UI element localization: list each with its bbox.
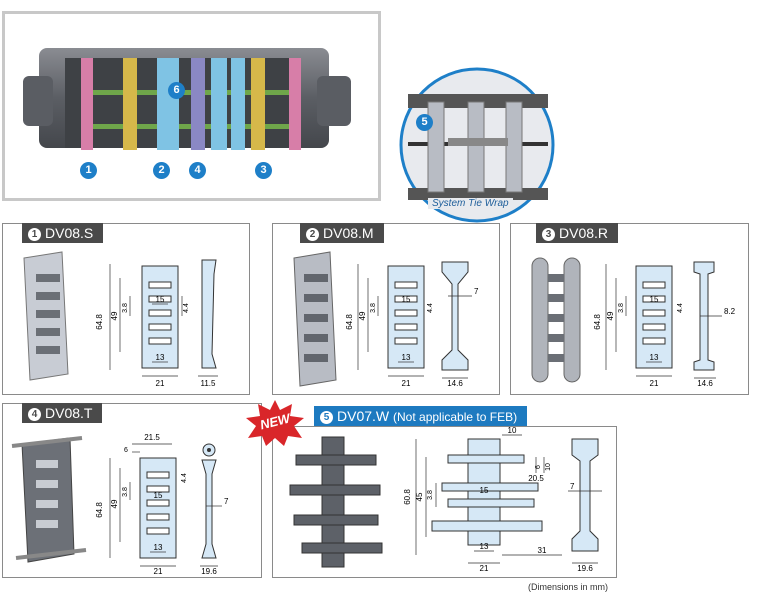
dim-7: 7 (224, 497, 229, 506)
tie-wrap-detail-illustration (399, 67, 555, 223)
callout-1: 1 (80, 162, 97, 179)
dim-inner-height: 49 (358, 311, 367, 320)
new-starburst-icon (246, 400, 304, 446)
dim-31: 31 (538, 546, 547, 555)
callout-2: 2 (153, 162, 170, 179)
dim-15: 15 (156, 295, 165, 304)
dim-15: 15 (480, 486, 489, 495)
overview-panel: 1 2 4 3 6 (2, 11, 381, 201)
dim-inner-height: 49 (606, 311, 615, 320)
photo-dv07w (289, 436, 383, 568)
callout-4: 4 (189, 162, 206, 179)
dim-21: 21 (650, 379, 659, 388)
dim-3-8: 3.8 (427, 490, 434, 500)
product-number: 4 (28, 408, 41, 421)
dim-15: 15 (402, 295, 411, 304)
dim-6: 6 (535, 465, 542, 469)
dim-21: 21 (156, 379, 165, 388)
callout-5: 5 (416, 114, 433, 131)
product-tab-dv08s: 1 DV08.S (22, 223, 104, 243)
dim-3-8: 3.8 (370, 303, 377, 313)
product-name: DV08.T (45, 405, 93, 421)
product-name: DV08.R (559, 225, 609, 241)
photo-dv08r (531, 257, 581, 383)
dim-13: 13 (154, 543, 163, 552)
product-number: 3 (542, 228, 555, 241)
product-tab-dv08t: 4 DV08.T (22, 403, 103, 423)
product-tab-dv08m: 2 DV08.M (300, 223, 384, 243)
dim-inner-height: 45 (415, 492, 424, 501)
callout-6: 6 (168, 82, 185, 99)
dim-21: 21 (402, 379, 411, 388)
dim-4-4: 4.4 (181, 473, 188, 483)
dim-height: 64.8 (593, 314, 602, 330)
dim-13: 13 (650, 353, 659, 362)
drawing-dv08r: 64.8 49 3.8 15 4.4 13 21 8.2 14.6 (531, 257, 736, 388)
callout-3: 3 (255, 162, 272, 179)
dim-3-8: 3.8 (618, 303, 625, 313)
cable-chain-illustration (23, 48, 351, 150)
tie-wrap-caption: System Tie Wrap (428, 198, 513, 209)
product-number: 5 (320, 411, 333, 424)
dim-thickness: 14.6 (697, 379, 713, 388)
drawing-dv07w: 10 6 10 20.5 15 60.8 45 3.8 13 21 31 7 1… (289, 427, 602, 573)
dim-height: 60.8 (403, 489, 412, 505)
dim-height: 64.8 (95, 314, 104, 330)
front-view-dv08s (141, 265, 179, 369)
dim-thickness: 19.6 (201, 567, 217, 576)
front-view-dv08t (139, 457, 177, 559)
dim-7: 7 (474, 287, 479, 296)
product-tab-dv08r: 3 DV08.R (536, 223, 619, 243)
new-badge: NEW (244, 398, 306, 448)
dim-21: 21 (480, 564, 489, 573)
dim-thickness: 14.6 (447, 379, 463, 388)
dim-6: 6 (124, 447, 128, 454)
side-view-dv08m (441, 261, 469, 371)
dim-3-8: 3.8 (122, 303, 129, 313)
dim-height: 64.8 (345, 314, 354, 330)
dim-4-4: 4.4 (183, 303, 190, 313)
dim-13: 13 (156, 353, 165, 362)
product-name: DV08.S (45, 225, 94, 241)
dim-15: 15 (154, 491, 163, 500)
front-view-dv08m (387, 265, 425, 369)
drawing-dv08s: 64.8 49 3.8 15 4.4 13 21 11.5 (23, 251, 218, 388)
product-tab-dv07w: 5 DV07.W (Not applicable to FEB) (314, 406, 528, 426)
dim-thickness: 11.5 (201, 379, 217, 388)
dim-21: 21 (154, 567, 163, 576)
dim-thickness: 19.6 (577, 564, 593, 573)
side-view-dv08s (201, 259, 217, 369)
dim-13: 13 (480, 542, 489, 551)
drawing-dv08m: 64.8 49 3.8 15 4.4 13 21 7 14.6 (293, 251, 479, 388)
front-view-dv07w (431, 438, 543, 546)
front-view-dv08r (635, 265, 673, 369)
dim-15: 15 (650, 295, 659, 304)
dim-10-top: 10 (508, 427, 517, 435)
dim-21-5: 21.5 (144, 433, 160, 442)
dimensions-footnote: (Dimensions in mm) (528, 582, 609, 592)
photo-dv08s (23, 251, 69, 381)
product-note: (Not applicable to FEB) (393, 410, 518, 424)
product-name: DV08.M (323, 225, 374, 241)
tie-wrap-detail: 5 System Tie Wrap (398, 66, 556, 224)
product-number: 1 (28, 228, 41, 241)
side-view-dv07w (571, 438, 599, 552)
dim-inner-height: 49 (110, 311, 119, 320)
dim-8-2: 8.2 (724, 307, 736, 316)
dim-4-4: 4.4 (427, 303, 434, 313)
photo-dv08t (11, 436, 87, 563)
product-number: 2 (306, 228, 319, 241)
side-view-dv08t (201, 443, 217, 559)
dim-7: 7 (570, 482, 575, 491)
photo-dv08m (293, 251, 337, 387)
dim-3-8: 3.8 (122, 487, 129, 497)
dim-13: 13 (402, 353, 411, 362)
drawing-dv08t: 21.5 6 64.8 49 3.8 15 4.4 13 21 7 19.6 (11, 433, 229, 576)
product-name: DV07.W (337, 408, 390, 424)
dim-20-5: 20.5 (528, 474, 544, 483)
dim-height: 64.8 (95, 502, 104, 518)
dim-4-4: 4.4 (677, 303, 684, 313)
dim-10-side: 10 (545, 463, 552, 471)
dim-inner-height: 49 (110, 499, 119, 508)
